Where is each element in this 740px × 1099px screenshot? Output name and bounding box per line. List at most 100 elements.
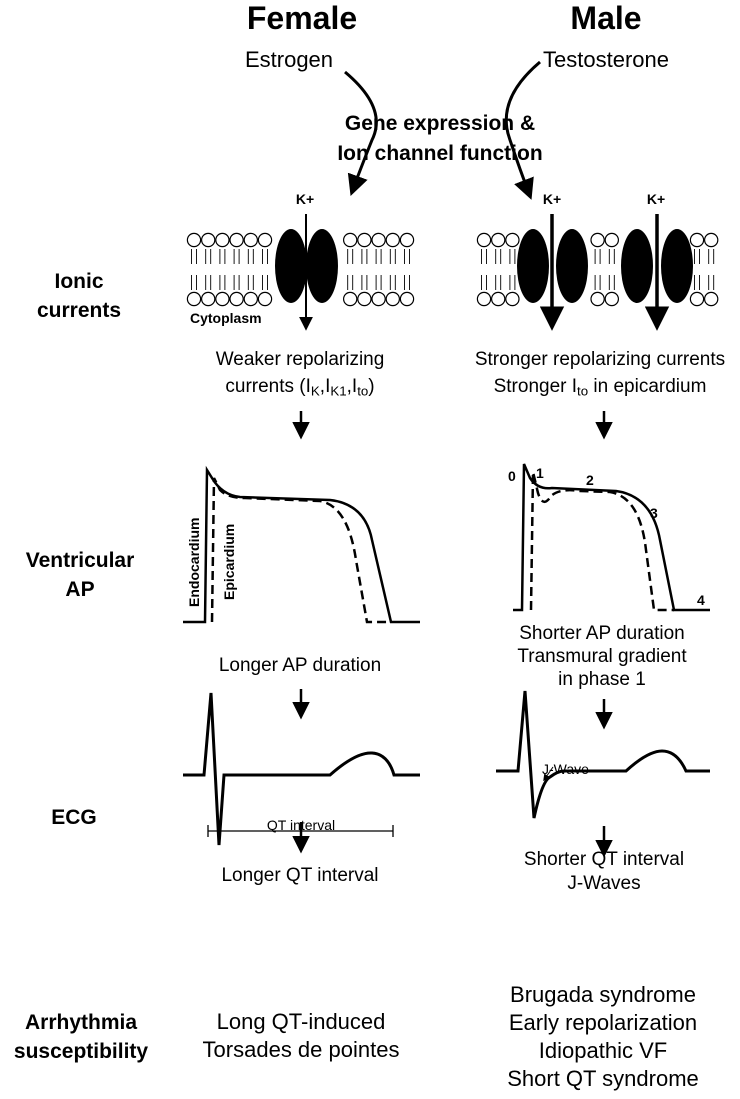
qt-interval-label: QT interval	[266, 817, 336, 833]
phospholipid-head	[491, 232, 506, 248]
phospholipid-head	[357, 232, 372, 248]
ion-channel	[661, 229, 693, 303]
phospholipid-head	[371, 232, 386, 248]
phospholipid-head	[200, 232, 216, 248]
testosterone-arrow	[504, 60, 541, 200]
row-label-ecg: ECG	[51, 806, 97, 829]
phospholipid-head	[257, 232, 273, 248]
phase-0-label: 0	[508, 468, 516, 484]
row-label-ap: AP	[65, 578, 95, 601]
male-ecg-trace	[496, 690, 710, 819]
phospholipid-head	[604, 291, 620, 307]
male-arrhythmia-1: Brugada syndrome	[510, 982, 696, 1007]
phospholipid-head	[343, 232, 358, 248]
phospholipid-head	[186, 232, 202, 248]
phospholipid-head	[215, 232, 230, 248]
phospholipid-head	[590, 291, 605, 307]
female-ap-text: Longer AP duration	[218, 655, 382, 676]
female-arrhythmia-1: Long QT-induced	[216, 1009, 386, 1034]
female-membrane	[186, 232, 415, 307]
phospholipid-head	[215, 291, 230, 307]
ion-channel-function-label: Ion channel function	[337, 142, 543, 165]
phospholipid-head	[229, 291, 244, 307]
phospholipid-head	[229, 232, 244, 248]
female-ecg	[183, 692, 420, 846]
male-header: Male	[570, 0, 642, 36]
male-k-plus-label-1: K+	[542, 191, 562, 207]
j-wave-label: J-Wave	[542, 761, 589, 777]
phospholipid-head	[371, 291, 386, 307]
j-wave-pointer	[543, 766, 554, 782]
male-ion-channels	[517, 229, 693, 303]
gene-expression-label: Gene expression &	[344, 112, 536, 135]
phospholipid-head	[385, 291, 400, 307]
ion-channel	[275, 229, 307, 303]
phospholipid-head	[704, 291, 719, 307]
row-label-ventricular: Ventricular	[25, 549, 135, 572]
row-label-susceptibility: susceptibility	[13, 1040, 149, 1063]
phase-1-label: 1	[536, 465, 544, 481]
female-arrhythmia-2: Torsades de pointes	[202, 1037, 400, 1062]
female-ecg-text: Longer QT interval	[221, 865, 379, 886]
male-arrhythmia-4: Short QT syndrome	[507, 1066, 699, 1091]
male-ionic-text-1: Stronger repolarizing currents	[474, 349, 726, 370]
estrogen-label: Estrogen	[244, 47, 334, 72]
phospholipid-head	[243, 291, 258, 307]
phospholipid-head	[200, 291, 216, 307]
phospholipid-head	[399, 232, 415, 248]
female-header: Female	[246, 0, 358, 36]
male-ecg-text-1: Shorter QT interval	[523, 849, 685, 870]
row-label-currents: currents	[36, 299, 122, 322]
male-ap-text-3: in phase 1	[558, 669, 646, 690]
phospholipid-head	[357, 291, 372, 307]
female-ion-channels	[275, 229, 338, 303]
male-membrane	[476, 232, 719, 307]
male-ap-text-1: Shorter AP duration	[519, 623, 685, 644]
male-ecg	[496, 690, 710, 819]
male-ap-text-2: Transmural gradient	[517, 646, 687, 667]
phospholipid-head	[689, 291, 705, 307]
male-arrhythmia-3: Idiopathic VF	[538, 1038, 668, 1063]
female-ecg-trace	[183, 692, 420, 846]
phase-4-label: 4	[697, 592, 705, 608]
phospholipid-head	[476, 232, 492, 248]
cytoplasm-label: Cytoplasm	[190, 310, 262, 326]
male-ap-endocardium	[513, 463, 710, 612]
phospholipid-head	[343, 291, 358, 307]
male-k-plus-label-2: K+	[646, 191, 666, 207]
phospholipid-head	[186, 291, 202, 307]
endocardium-label: Endocardium	[186, 517, 202, 607]
male-arrhythmia-2: Early repolarization	[508, 1010, 698, 1035]
phospholipid-head	[505, 232, 520, 248]
testosterone-label: Testosterone	[543, 47, 669, 72]
phospholipid-head	[604, 232, 620, 248]
phospholipid-head	[590, 232, 605, 248]
phase-3-label: 3	[650, 505, 658, 521]
row-label-arrhythmia: Arrhythmia	[24, 1011, 138, 1034]
phospholipid-head	[689, 232, 705, 248]
ion-channel	[306, 229, 338, 303]
phospholipid-head	[704, 232, 719, 248]
male-ap-epicardium	[529, 471, 674, 612]
phospholipid-head	[491, 291, 506, 307]
phospholipid-head	[257, 291, 273, 307]
female-k-plus-label: K+	[295, 191, 315, 207]
male-action-potential	[513, 463, 710, 612]
phospholipid-head	[385, 232, 400, 248]
estrogen-arrow	[344, 70, 378, 196]
female-ap-epicardium	[210, 477, 391, 624]
phospholipid-head	[476, 291, 492, 307]
female-ionic-text-1: Weaker repolarizing	[215, 349, 385, 370]
ion-channel	[517, 229, 549, 303]
ion-channel	[621, 229, 653, 303]
phase-2-label: 2	[586, 472, 594, 488]
epicardium-label: Epicardium	[221, 523, 237, 600]
male-ionic-text-2: Stronger Ito in epicardium	[493, 376, 707, 399]
row-label-ionic: Ionic	[54, 270, 104, 293]
phospholipid-head	[505, 291, 520, 307]
phospholipid-head	[399, 291, 415, 307]
female-ap-endocardium	[183, 465, 420, 624]
female-action-potential	[183, 465, 420, 624]
